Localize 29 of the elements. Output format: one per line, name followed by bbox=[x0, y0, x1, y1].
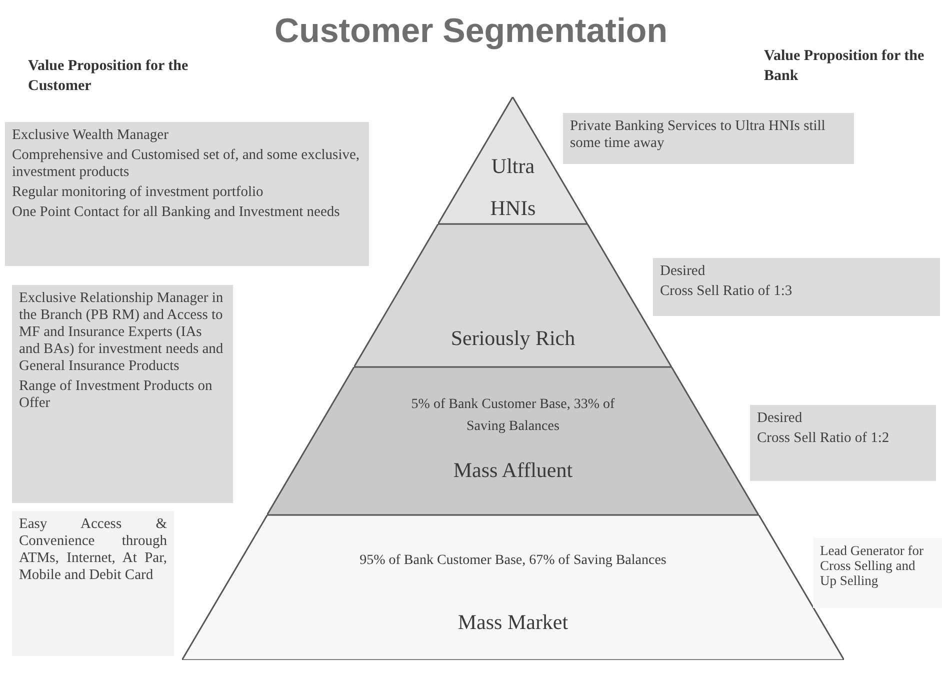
box-text: Exclusive Relationship Manager in the Branch (PB RM) and Access to MF and Insurance Experts (IAs and BAs) for investment needs and General Insurance Products bbox=[19, 290, 224, 375]
box-text: Lead Generator for Cross Selling and Up Selling bbox=[820, 543, 924, 588]
box-text: Desired bbox=[757, 410, 804, 427]
text-box bbox=[12, 285, 233, 503]
column-heading: Value Proposition for the Bank bbox=[764, 47, 926, 86]
box-text: Cross Sell Ratio of 1:3 bbox=[660, 283, 794, 300]
tier-label: Mass Market bbox=[456, 609, 570, 635]
box-text: Private Banking Services to Ultra HNIs still some time away bbox=[570, 118, 826, 152]
box-text: Range of Investment Products on Offer bbox=[19, 378, 214, 412]
column-heading: Value Proposition for the Customer bbox=[28, 57, 190, 96]
tier-label: Seriously Rich bbox=[450, 325, 576, 351]
box-text: Comprehensive and Customised set of, and some exclusive, investment products bbox=[12, 147, 361, 181]
tier-label: Mass Affluent bbox=[452, 457, 574, 483]
text-box bbox=[750, 405, 936, 481]
tier-label: 95% of Bank Customer Base, 67% of Saving Balances bbox=[358, 552, 668, 570]
text-box bbox=[5, 122, 369, 266]
box-text: Cross Sell Ratio of 1:2 bbox=[757, 430, 890, 447]
box-text: Easy Access & Convenience through ATMs, Internet, At Par, Mobile and Debit Card bbox=[19, 516, 167, 584]
box-text: Exclusive Wealth Manager bbox=[12, 127, 170, 144]
tier-label: 5% of Bank Customer Base, 33% of Saving Balances bbox=[410, 396, 616, 436]
pyramid-tier bbox=[267, 367, 759, 515]
box-text: Desired bbox=[660, 263, 706, 280]
title: Customer Segmentation bbox=[274, 12, 668, 51]
text-box bbox=[653, 258, 940, 316]
box-text: One Point Contact for all Banking and Investment needs bbox=[12, 204, 341, 221]
box-text: Regular monitoring of investment portfolio bbox=[12, 184, 264, 201]
text-box bbox=[563, 113, 854, 164]
text-box bbox=[813, 538, 942, 608]
tier-label: Ultra HNIs bbox=[489, 153, 537, 222]
